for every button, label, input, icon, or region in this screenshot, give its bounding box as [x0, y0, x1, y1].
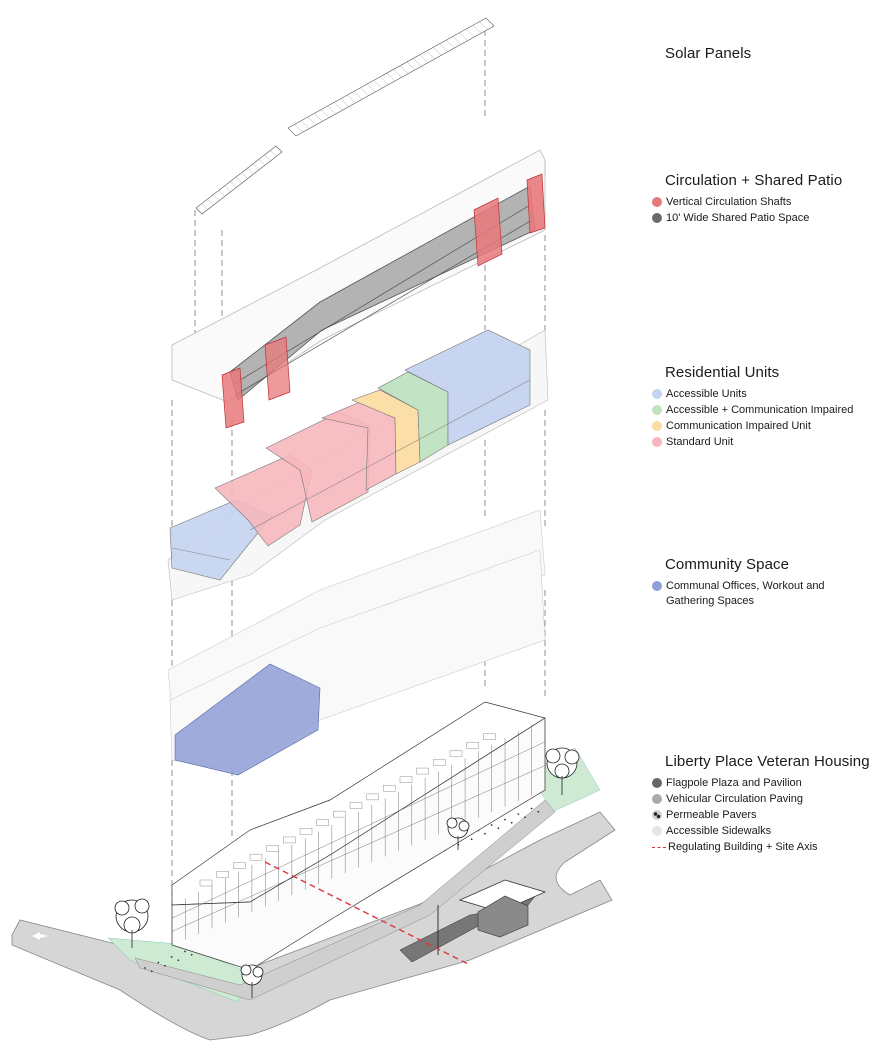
tree-icon — [240, 964, 264, 998]
tree-icon — [114, 898, 150, 948]
legend-item: Permeable Pavers — [652, 808, 870, 823]
legend-item-label: Accessible + Communication Impaired — [666, 404, 854, 416]
circulation-shaft-2 — [264, 336, 291, 401]
flagpole-plaza — [399, 889, 541, 963]
legend-item: Communication Impaired Unit — [652, 419, 853, 434]
legend-swatch-icon — [652, 437, 662, 447]
community-layer — [167, 509, 546, 776]
legend-items-community: Communal Offices, Workout and Gathering … — [652, 579, 862, 609]
legend-title-solar: Solar Panels — [665, 45, 752, 62]
legend-item: Standard Unit — [652, 435, 853, 450]
circulation-slab-outline — [171, 149, 546, 403]
legend-item-label: Communication Impaired Unit — [666, 420, 811, 432]
communal-offices-space — [174, 663, 321, 776]
legend-paver-swatch-icon — [652, 810, 662, 820]
circulation-layer — [171, 149, 546, 429]
legend-title-community: Community Space — [665, 556, 790, 573]
legend-swatch-icon — [652, 794, 662, 804]
tree-icons — [114, 747, 580, 998]
tree-icon — [545, 747, 580, 795]
legend-title-site: Liberty Place Veteran Housing — [665, 753, 870, 770]
legend-item-label: Standard Unit — [666, 436, 734, 448]
pavilion-building — [477, 895, 529, 938]
tree-icon — [446, 817, 470, 850]
legend-title-residential: Residential Units — [665, 364, 780, 381]
legend-item: Accessible Sidewalks — [652, 824, 870, 839]
legend-swatch-icon — [652, 421, 662, 431]
legend-community: Community Space Communal Offices, Workou… — [652, 556, 862, 610]
circulation-shaft-4 — [526, 173, 546, 234]
legend-item: Accessible Units — [652, 387, 853, 402]
legend-item: 10' Wide Shared Patio Space — [652, 211, 842, 226]
circulation-shaft-3 — [473, 197, 503, 267]
legend-swatch-icon — [652, 826, 662, 836]
legend-swatch-icon — [652, 213, 662, 223]
regulating-axis-line — [264, 861, 471, 966]
legend-item-label: Permeable Pavers — [666, 809, 757, 821]
legend-items-circulation: Vertical Circulation Shafts 10' Wide Shar… — [652, 195, 842, 226]
legend-item-label: Vertical Circulation Shafts — [666, 196, 792, 208]
solar-panel-layer — [195, 17, 495, 215]
circulation-shaft-1 — [221, 367, 245, 429]
legend-item-label: 10' Wide Shared Patio Space — [666, 212, 810, 224]
permeable-pavers — [134, 799, 556, 1001]
legend-site: Liberty Place Veteran Housing Flagpole P… — [652, 753, 870, 856]
legend-item: Vertical Circulation Shafts — [652, 195, 842, 210]
main-building — [171, 701, 546, 971]
legend-item: Vehicular Circulation Paving — [652, 792, 870, 807]
legend-item-label: Accessible Sidewalks — [666, 825, 772, 837]
vehicular-paving — [11, 811, 616, 1041]
legend-item: Regulating Building + Site Axis — [652, 840, 870, 855]
road-direction-arrow-icon — [32, 932, 48, 940]
legend-item-label: Vehicular Circulation Paving — [666, 793, 803, 805]
legend-item: Flagpole Plaza and Pavilion — [652, 776, 870, 791]
legend-swatch-icon — [652, 197, 662, 207]
legend-item-label: Regulating Building + Site Axis — [668, 841, 818, 853]
accessible-units-east — [404, 329, 531, 446]
legend-item: Communal Offices, Workout and Gathering … — [652, 579, 862, 609]
legend-solar: Solar Panels — [652, 45, 751, 68]
legend-swatch-icon — [652, 389, 662, 399]
legend-circulation: Circulation + Shared Patio Vertical Circ… — [652, 172, 842, 227]
legend-item-label: Accessible Units — [666, 388, 747, 400]
legend-title-circulation: Circulation + Shared Patio — [665, 172, 843, 189]
legend-swatch-icon — [652, 581, 662, 591]
legend-item-label: Communal Offices, Workout and Gathering … — [666, 580, 825, 607]
legend-item-label: Flagpole Plaza and Pavilion — [666, 777, 802, 789]
legend-dash-swatch-icon — [652, 847, 666, 848]
legend-item: Accessible + Communication Impaired — [652, 403, 853, 418]
legend-swatch-icon — [652, 778, 662, 788]
residential-layer — [167, 329, 549, 601]
legend-swatch-icon — [652, 405, 662, 415]
